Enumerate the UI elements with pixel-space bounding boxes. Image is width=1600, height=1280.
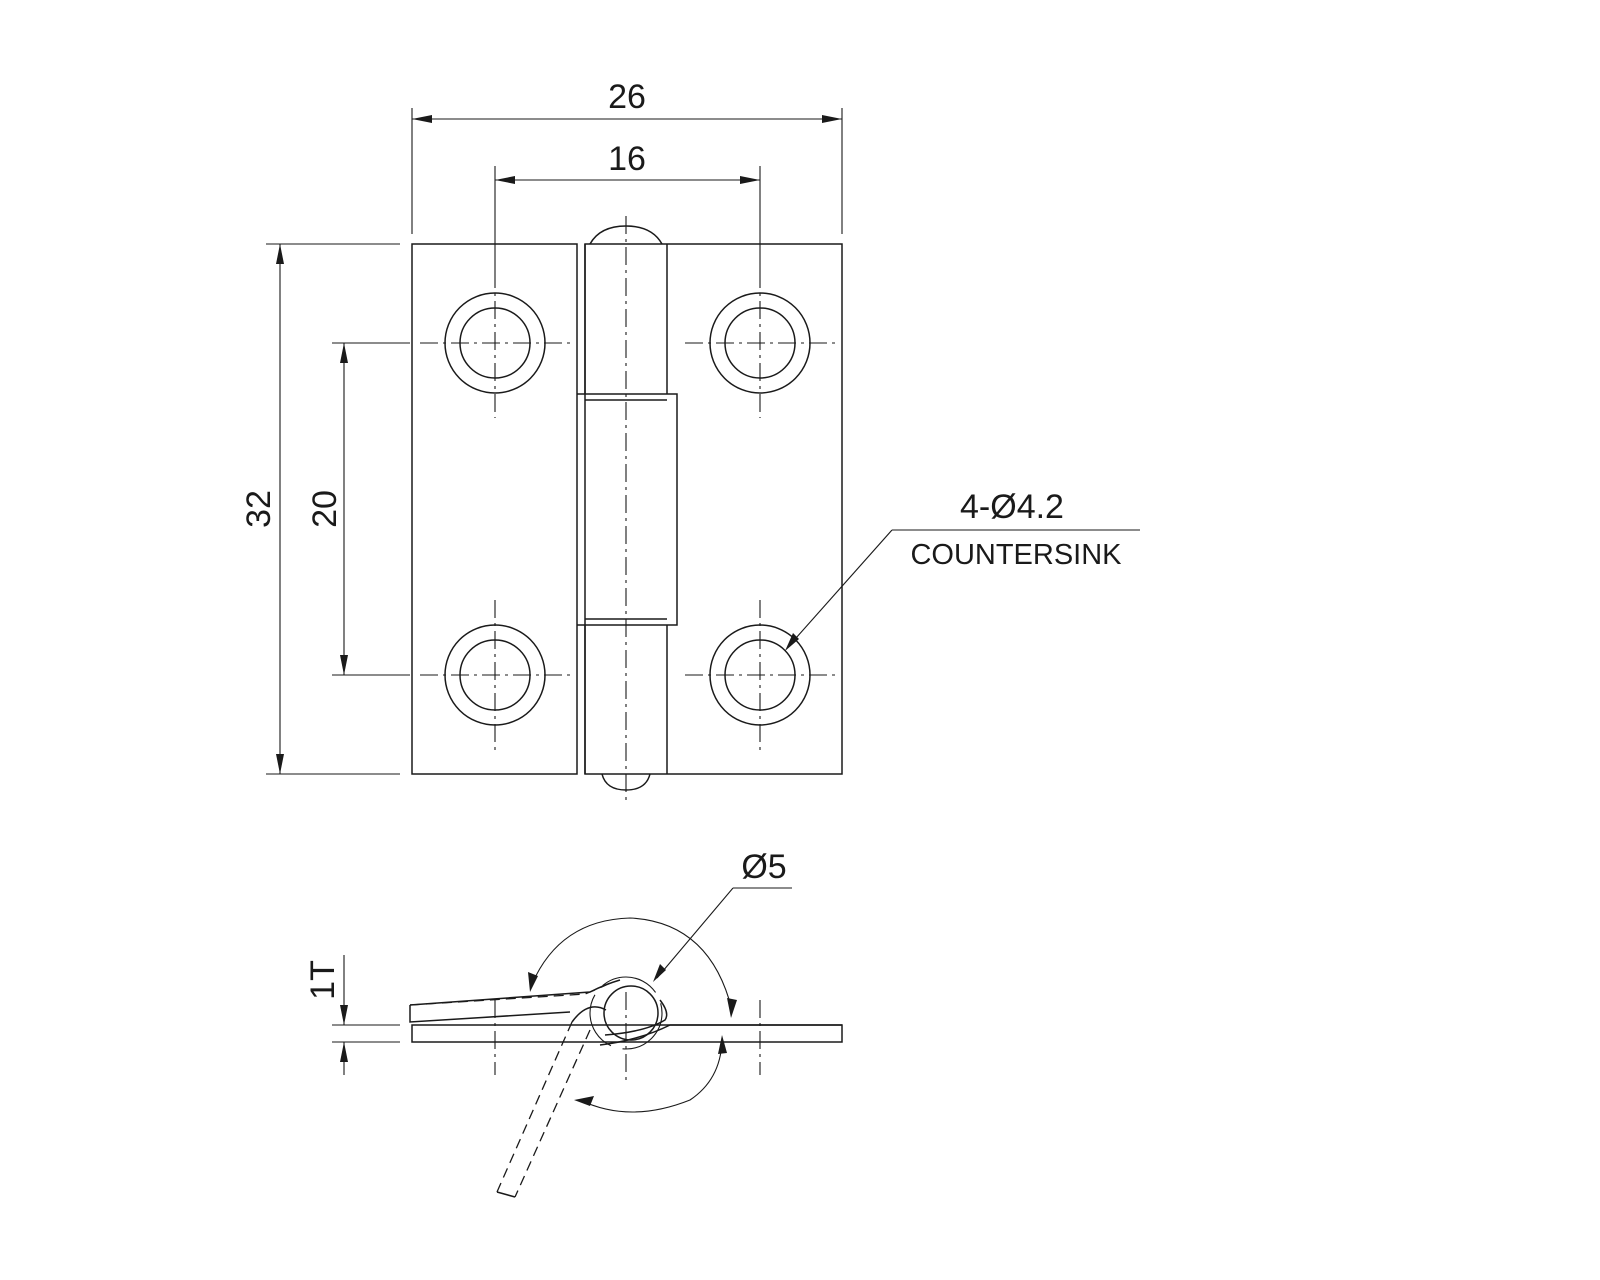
hole-top-left (420, 270, 571, 418)
dimension-20-label: 20 (306, 490, 344, 528)
side-view (409, 917, 843, 1198)
dimension-overall-height: 32 (240, 243, 400, 775)
dimension-overall-width: 26 (411, 78, 843, 234)
hole-bottom-right (685, 600, 836, 750)
left-leaf-open (409, 981, 613, 1006)
dimension-hole-spacing-vertical: 20 (306, 342, 410, 676)
dimension-32-label: 32 (240, 490, 278, 528)
dimension-thickness: 1T (304, 955, 400, 1075)
front-view (411, 216, 843, 800)
hole-callout: 4-Ø4.2 COUNTERSINK (785, 488, 1140, 651)
rotation-arc-lower (579, 1041, 723, 1113)
right-leaf (584, 243, 843, 775)
thickness-label: 1T (304, 960, 342, 1000)
pin-diameter-callout: Ø5 (653, 848, 792, 982)
knuckle-outline (577, 393, 678, 626)
hanging-leaf (496, 1021, 591, 1198)
rotation-arc-upper (531, 917, 733, 1011)
right-leaf-flat (411, 1024, 843, 1043)
dimension-26-label: 26 (608, 78, 646, 116)
hole-callout-label: 4-Ø4.2 (960, 488, 1064, 526)
dimension-16-label: 16 (608, 140, 646, 178)
hole-type-label: COUNTERSINK (910, 539, 1122, 571)
pin-diameter-label: Ø5 (741, 848, 786, 886)
hole-top-right (685, 270, 836, 418)
hole-bottom-left (420, 600, 571, 750)
dimension-hole-spacing-horizontal: 16 (494, 140, 761, 270)
